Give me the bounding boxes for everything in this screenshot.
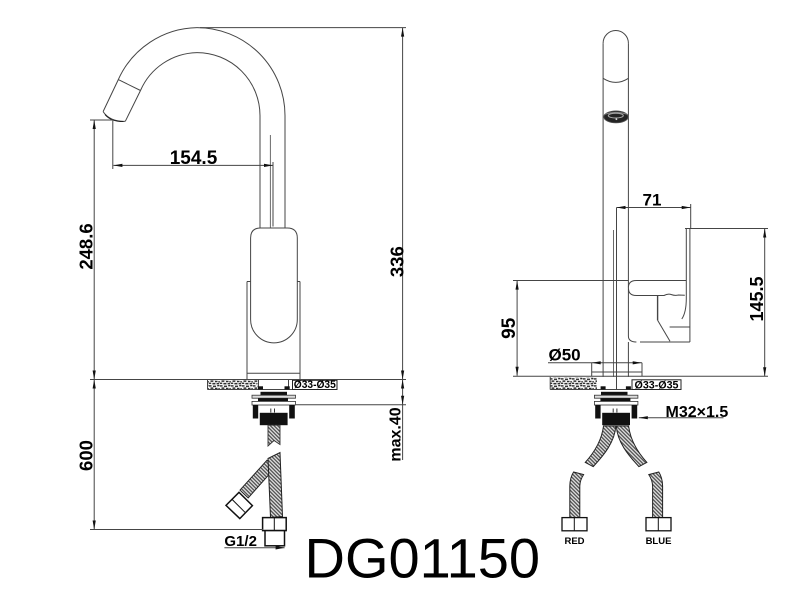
svg-text:max.40: max.40 [388,407,405,461]
svg-text:145.5: 145.5 [747,276,767,321]
svg-text:600: 600 [76,440,97,471]
svg-text:71: 71 [643,191,662,210]
svg-text:248.6: 248.6 [76,223,97,269]
svg-text:154.5: 154.5 [170,148,218,169]
svg-text:BLUE: BLUE [646,536,672,547]
svg-text:Ø33-Ø35: Ø33-Ø35 [635,379,679,391]
svg-text:95: 95 [499,317,520,339]
svg-text:M32×1.5: M32×1.5 [666,404,729,421]
svg-text:Ø50: Ø50 [549,346,581,365]
svg-text:G1/2: G1/2 [224,533,257,550]
svg-text:DG01150: DG01150 [305,527,541,590]
svg-text:336: 336 [387,246,408,277]
svg-text:Ø33-Ø35: Ø33-Ø35 [294,379,336,391]
svg-text:RED: RED [564,536,584,547]
